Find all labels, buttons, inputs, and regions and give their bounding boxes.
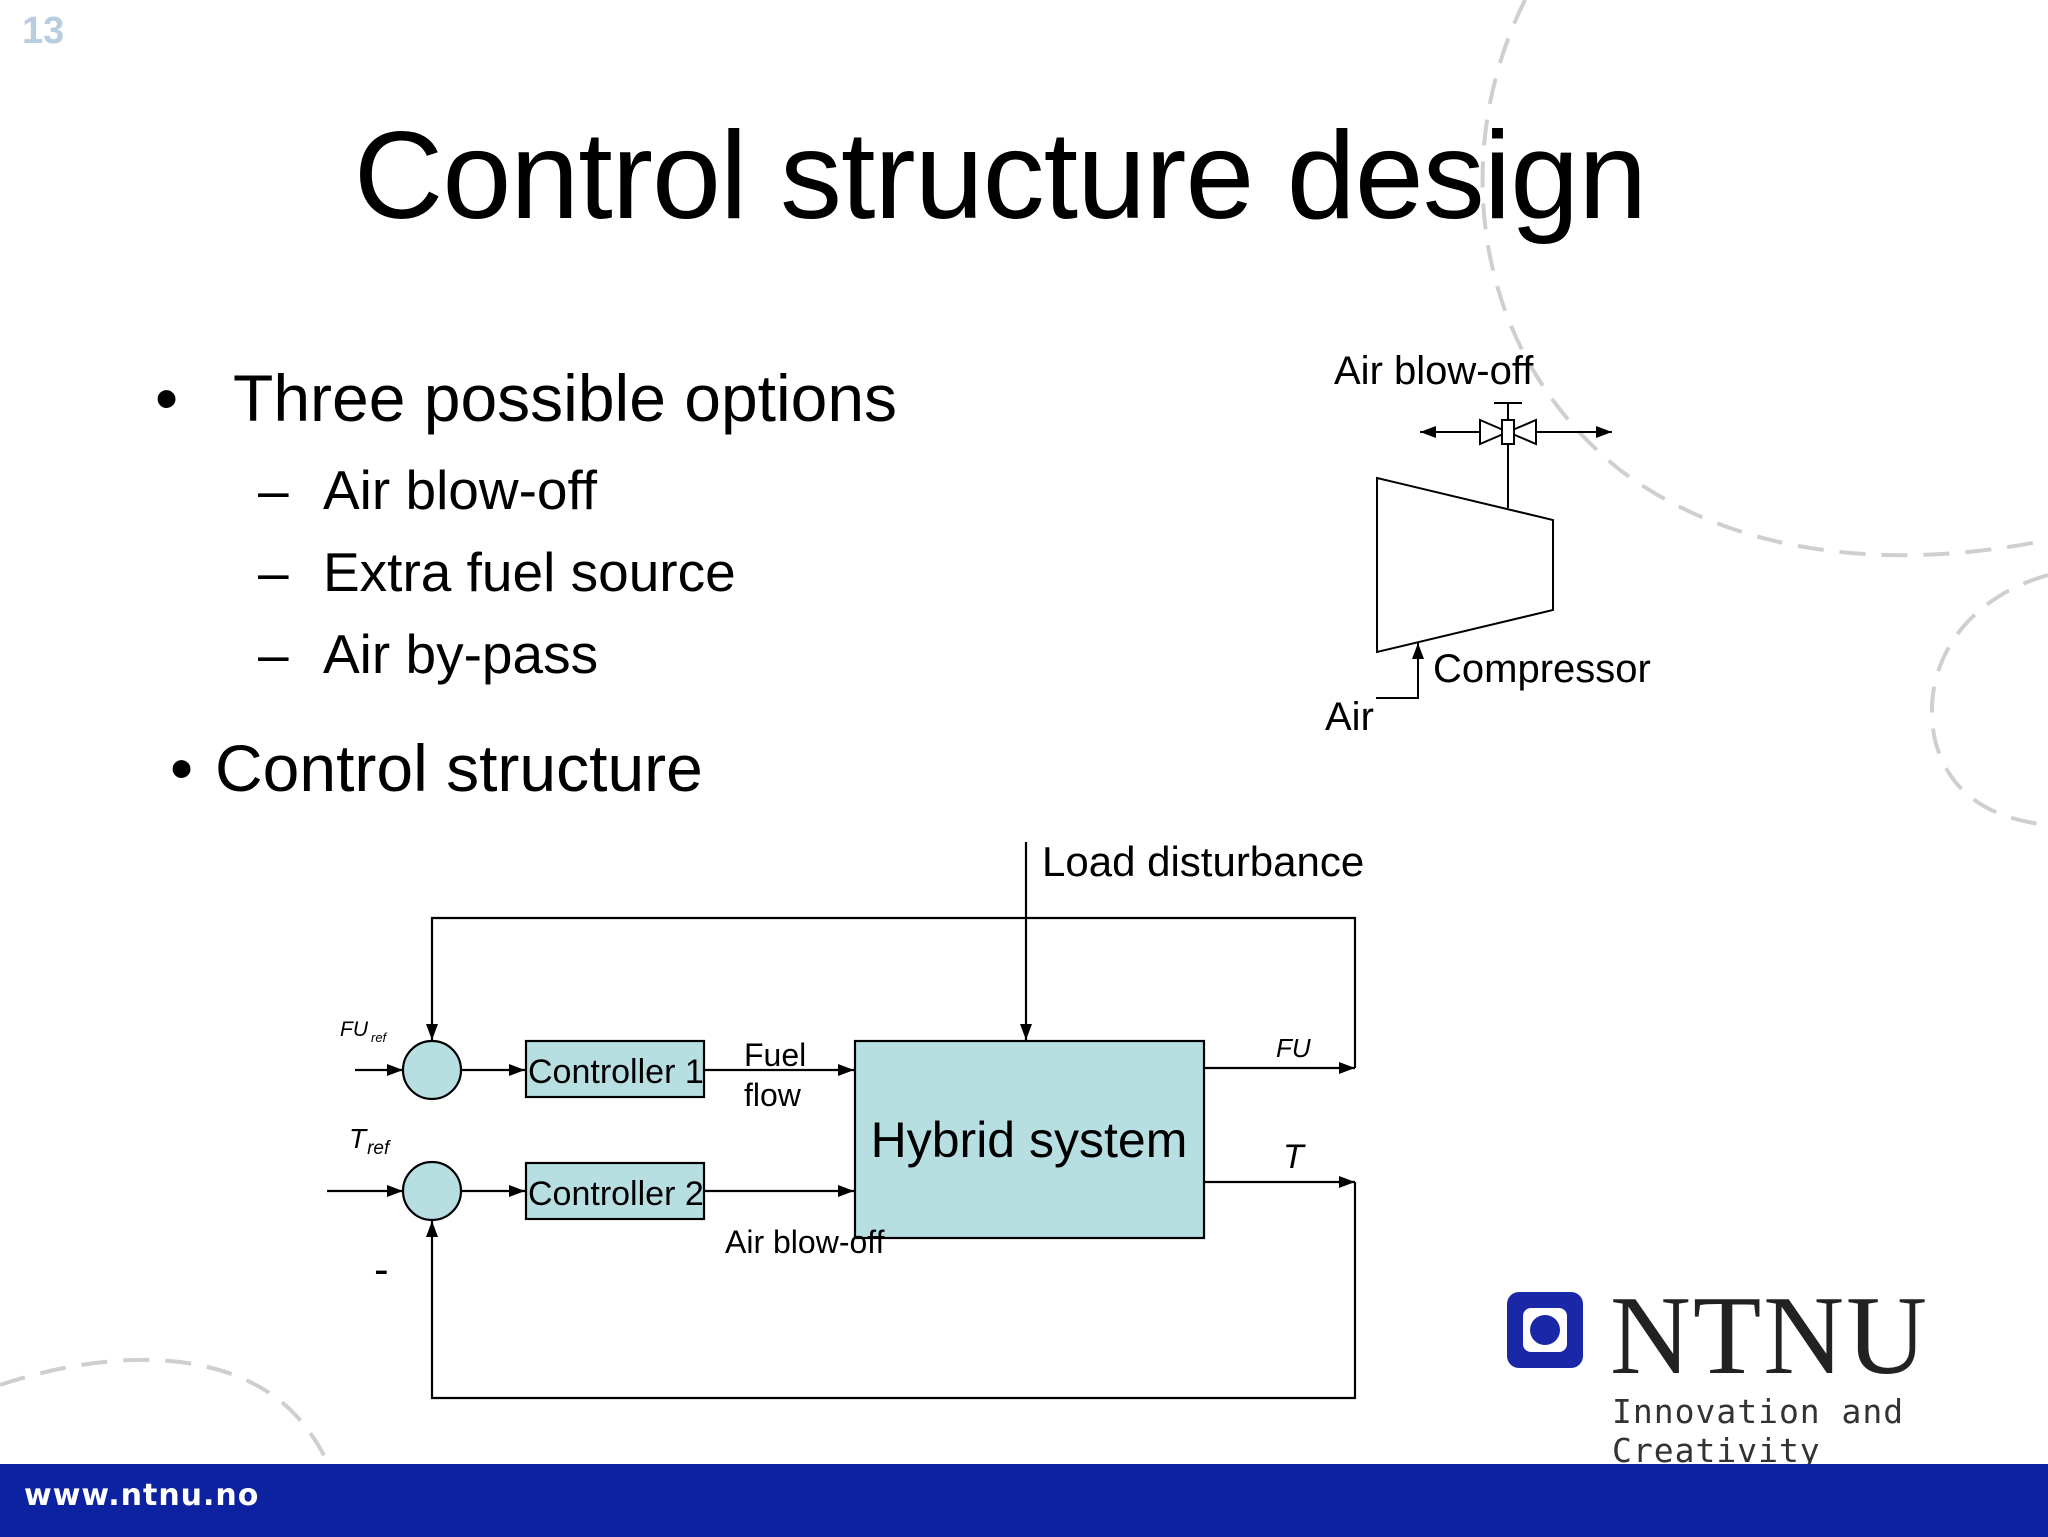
valve-actuator (1501, 419, 1515, 445)
summing-junction-1 (401, 1039, 463, 1101)
air-inlet-arrow (1376, 643, 1424, 699)
bullet-dot: • (155, 361, 179, 435)
bullet-options-text: Three possible options (233, 361, 898, 435)
dash: – (258, 623, 289, 685)
logo-tagline: Innovation and Creativity (1612, 1392, 1905, 1470)
ntnu-logo-icon (1507, 1292, 1583, 1368)
option-text: Air by-pass (323, 623, 599, 685)
compressor-shape (1376, 476, 1554, 654)
dash: – (258, 459, 289, 521)
compressor-diagram (1376, 402, 1612, 699)
slide-number: 13 (22, 10, 65, 52)
block-diagram (327, 842, 1357, 1400)
option-text: Extra fuel source (323, 541, 736, 603)
air-inlet-label: Air (1325, 695, 1374, 739)
controller-1-block (524, 1039, 706, 1099)
valve-label: Air blow-off (1334, 349, 1534, 393)
load-disturbance-label: Load disturbance (1042, 838, 1364, 885)
dash: – (258, 541, 289, 603)
hybrid-system-label: Hybrid system (871, 1112, 1188, 1168)
t-output-label: T (1283, 1138, 1306, 1176)
fu-feedback-line (426, 916, 1357, 1068)
bullet-control-structure-text: Control structure (215, 731, 703, 805)
option-text: Air blow-off (323, 459, 598, 521)
logo-name: NTNU (1610, 1274, 1930, 1398)
hybrid-system-block (853, 1039, 1206, 1240)
fuel-flow-label-2: flow (744, 1077, 802, 1113)
compressor-label: Compressor (1433, 647, 1651, 691)
slide-title: Control structure design (353, 107, 1647, 245)
controller-1-label: Controller 1 (528, 1053, 704, 1091)
t-feedback-line (426, 1182, 1357, 1400)
fuel-flow-label-1: Fuel (744, 1037, 806, 1073)
summing-junction-2 (401, 1160, 463, 1222)
minus-sign: - (374, 1245, 389, 1294)
fu-output-label: FU (1276, 1033, 1311, 1063)
bullet-dot: • (170, 731, 194, 805)
footer-bar: www.ntnu.no (0, 1464, 2048, 1537)
t-ref-label: Tref (349, 1123, 391, 1159)
air-blowoff-label: Air blow-off (725, 1224, 885, 1260)
controller-2-label: Controller 2 (528, 1175, 704, 1213)
footer-url[interactable]: www.ntnu.no (24, 1478, 260, 1513)
